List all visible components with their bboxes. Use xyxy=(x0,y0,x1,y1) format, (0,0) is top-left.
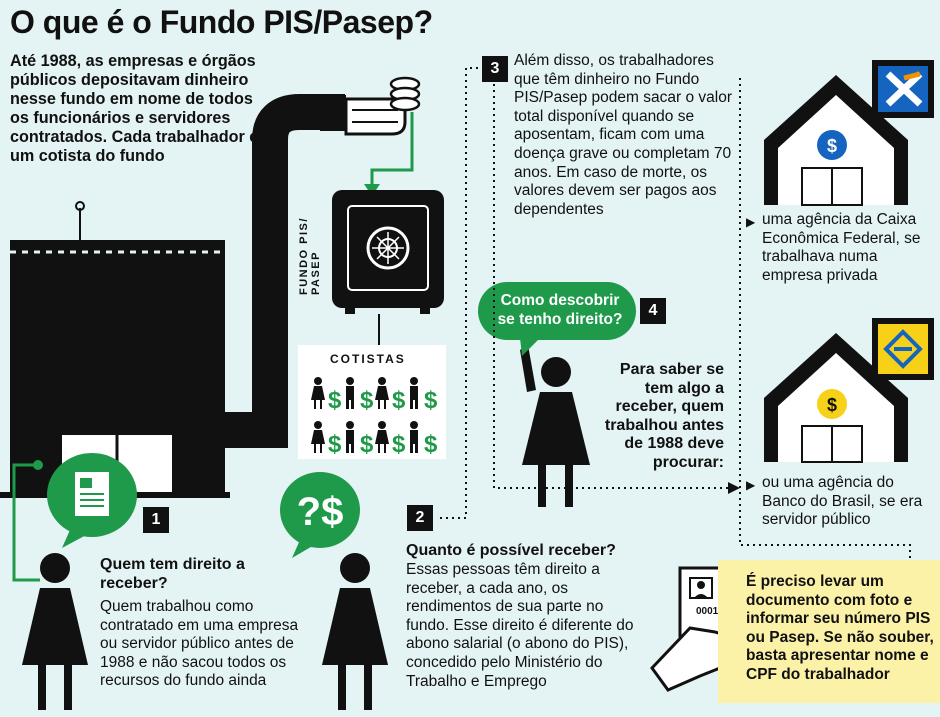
step1-number: 1 xyxy=(143,507,169,533)
deposit-arrow xyxy=(370,112,414,186)
step3-number: 3 xyxy=(482,56,508,82)
document-bubble-icon xyxy=(47,453,137,548)
woman-figure-2-icon xyxy=(322,553,388,710)
svg-text:$: $ xyxy=(360,387,374,414)
caixa-bullet-icon: ▶ xyxy=(746,215,756,229)
building-icon xyxy=(0,201,230,498)
safe-icon xyxy=(332,190,444,314)
cotistas-label: COTISTAS xyxy=(330,352,406,366)
svg-text:$: $ xyxy=(392,387,406,414)
step3-body: Além disso, os trabalhadores que têm din… xyxy=(514,52,732,218)
step2-bubble-text: ?$ xyxy=(297,490,344,534)
dollar-signs-icon: $ $ $ $ $ $ $ $ xyxy=(328,387,438,458)
woman-figure-3-icon xyxy=(520,345,590,507)
svg-text:$: $ xyxy=(360,431,374,458)
intro-text: Até 1988, as empresas e órgãos públicos … xyxy=(10,52,259,165)
step2-heading: Quanto é possível receber? xyxy=(406,542,616,559)
svg-text:$: $ xyxy=(424,387,438,414)
step4-body: Para saber se tem algo a receber, quem t… xyxy=(604,361,724,471)
step4-bubble-shape xyxy=(478,282,636,356)
page-title: O que é o Fundo PIS/Pasep? xyxy=(10,4,433,40)
svg-text:$: $ xyxy=(328,431,342,458)
note-text: É preciso levar um documento com foto e … xyxy=(746,573,934,683)
woman-figure-1-icon xyxy=(22,553,88,710)
step4-number: 4 xyxy=(640,298,666,324)
step2-bubble-text-shape: ?$ xyxy=(297,490,344,534)
banco-do-brasil-logo-icon xyxy=(872,318,934,380)
hand-with-coins-icon xyxy=(320,76,421,136)
money-question-bubble-icon xyxy=(280,472,360,558)
bb-bullet-icon: ▶ xyxy=(746,478,756,492)
step2-body: Essas pessoas têm direito a receber, a c… xyxy=(406,561,634,690)
svg-text:$: $ xyxy=(424,431,438,458)
option-bb: ou uma agência do Banco do Brasil, se er… xyxy=(762,474,923,529)
dotted-connector-2-3 xyxy=(440,67,482,519)
step4-bubble-text: Como descobrir se tenho direito? xyxy=(497,292,623,328)
step1-heading: Quem tem direito a receber? xyxy=(100,556,245,592)
dotted-connector-3-4 xyxy=(493,84,730,489)
cotistas-figures-icon xyxy=(311,377,418,453)
note-box xyxy=(718,560,940,703)
caixa-logo-icon xyxy=(872,60,934,118)
svg-text:$: $ xyxy=(392,431,406,458)
step1-connector xyxy=(12,463,40,582)
money-pipe xyxy=(225,94,345,448)
step1-body: Quem trabalhou como contratado em uma em… xyxy=(100,598,299,690)
svg-text:$: $ xyxy=(328,387,342,414)
step2-number: 2 xyxy=(407,505,433,531)
document-number: 0001010 xyxy=(696,606,735,617)
option-caixa: uma agência da Caixa Econômica Federal, … xyxy=(762,211,921,284)
svg-text:$: $ xyxy=(827,395,837,415)
bb-house-icon: $ xyxy=(764,333,908,463)
dotted-connector-options xyxy=(739,78,911,574)
svg-text:$: $ xyxy=(827,136,837,156)
safe-label: FUNDO PIS/ PASEP xyxy=(298,217,322,295)
